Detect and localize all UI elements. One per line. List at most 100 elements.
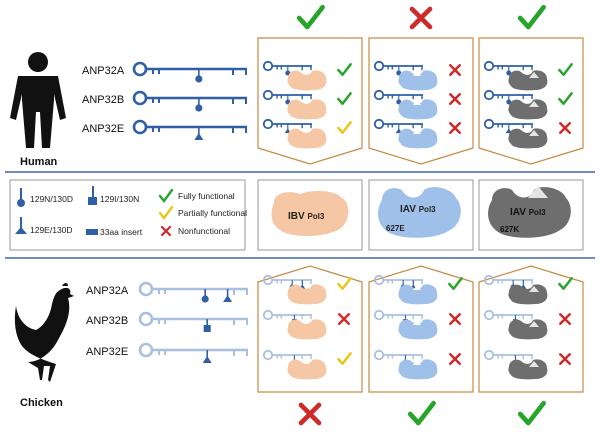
chicken-overall-1-check-icon xyxy=(407,400,436,426)
iav-pol3-627k-label: IAV Pol3 xyxy=(510,207,546,218)
human-panel-0-row-0-protein-ring xyxy=(262,60,274,72)
chicken-iav627k-panel xyxy=(478,265,584,393)
chicken-panel-2-row-1-polymerase xyxy=(508,319,548,340)
human-overall-0-check-icon xyxy=(296,4,325,30)
chicken-panel-1-row-0-status-check-icon xyxy=(448,277,463,290)
human-panel-0-row-1-status-check-icon xyxy=(337,92,352,105)
chicken-panel-0-row-1-status-cross-icon xyxy=(338,313,350,325)
chicken-panel-2-row-1-protein-ring xyxy=(483,309,495,321)
legend-129i-130n: 129I/130N xyxy=(88,186,139,205)
human-silhouette xyxy=(10,52,66,148)
human-anp32b-129n-marker xyxy=(195,104,203,112)
legend-variant-label: 129E/130D xyxy=(30,225,73,235)
chicken-panel-1-row-2-status-cross-icon xyxy=(449,353,461,365)
chicken-panel-1-row-0-polymerase-notch xyxy=(413,285,421,290)
human-panel-2-row-2-status-cross-icon xyxy=(559,122,571,134)
chicken-panel-2-row-0-status-check-icon xyxy=(558,277,573,290)
chicken-panel-1-row-1-polymerase xyxy=(398,319,438,340)
human-iav627e-panel xyxy=(368,37,474,165)
human-anp32b-label: ANP32B xyxy=(82,94,124,106)
iav-pol3-627e-label: IAV Pol3 xyxy=(400,204,436,215)
human-panel-0-row-1-protein-ring xyxy=(262,89,274,101)
iav-627k-triangle xyxy=(528,186,548,198)
chicken-panel-0-row-1-polymerase xyxy=(287,319,327,340)
human-anp32a-label: ANP32A xyxy=(82,65,125,77)
human-label: Human xyxy=(20,156,58,168)
chicken-panel-2-row-1-status-cross-icon xyxy=(559,313,571,325)
chicken-panel-2-row-2-polymerase-triangle xyxy=(529,361,539,367)
human-anp32e-129e-marker xyxy=(194,133,204,140)
chicken-anp32e-label: ANP32E xyxy=(86,346,128,358)
chicken-overall-0-cross-icon xyxy=(298,402,322,426)
legend-33aa-insert: 33aa insert xyxy=(86,227,143,237)
chicken-panel-1-row-2-protein-ring xyxy=(373,349,385,361)
chicken-panel-0-row-2-status-check-icon xyxy=(337,352,352,365)
chicken-overall-2-check-icon xyxy=(517,400,546,426)
legend-status-label: Fully functional xyxy=(178,191,235,201)
human-panel-0-row-2-polymerase xyxy=(287,128,327,149)
human-overall-1-cross-icon xyxy=(409,6,433,30)
chicken-panel-1-row-0-polymerase xyxy=(398,284,438,305)
human-panel-0-row-1-polymerase xyxy=(287,99,327,120)
human-panel-2-row-0-polymerase-triangle xyxy=(529,72,539,78)
legend-129e-130d: 129E/130D xyxy=(15,217,73,235)
human-ibv-panel xyxy=(257,37,363,165)
chicken-panel-0-row-0-status-check-icon xyxy=(337,277,352,290)
human-panel-1-row-1-polymerase xyxy=(398,99,438,120)
human-panel-1-row-0-polymerase xyxy=(398,70,438,91)
chicken-panel-2-row-2-polymerase xyxy=(508,359,548,380)
human-anp32e-label: ANP32E xyxy=(82,123,124,135)
human-panel-0-row-2-protein-ring xyxy=(262,118,274,130)
human-panel-2-row-2-polymerase-triangle xyxy=(529,130,539,136)
human-panel-2-row-1-status-check-icon xyxy=(558,92,573,105)
legend-variant-label: 129I/130N xyxy=(100,194,139,204)
chicken-anp32a-129n-marker xyxy=(201,295,209,303)
human-panel-0-row-0-status-check-icon xyxy=(337,63,352,76)
chicken-panel-2-row-2-protein-ring xyxy=(483,349,495,361)
human-panel-0-row-2-status-check-icon xyxy=(337,121,352,134)
chicken-panel-0-row-0-polymerase xyxy=(287,284,327,305)
human-anp32a-129n-marker xyxy=(195,75,203,83)
human-iav627k-panel xyxy=(478,37,584,165)
chicken-ibv-panel xyxy=(257,265,363,393)
check-icon xyxy=(158,205,174,220)
chicken-anp32a-129e-marker xyxy=(223,295,233,302)
human-anp32a-ring xyxy=(132,61,148,77)
cross-icon xyxy=(160,225,172,237)
human-panel-2-row-0-protein-ring xyxy=(483,60,495,72)
human-anp32e-ring xyxy=(132,119,148,135)
chicken-panel-0-row-2-protein-ring xyxy=(262,349,274,361)
legend-status-label: Partially functional xyxy=(178,208,247,218)
human-panel-0-row-0-polymerase xyxy=(287,70,327,91)
ibv-pol3-label: IBV Pol3 xyxy=(288,211,325,222)
legend-nonfunctional: Nonfunctional xyxy=(160,225,230,237)
ibv-pol3-blob xyxy=(271,190,349,236)
human-anp32b-ring xyxy=(132,90,148,106)
chicken-anp32e-ring xyxy=(138,342,154,358)
dynamic-marks xyxy=(132,4,573,426)
chicken-anp32b-129i-marker xyxy=(203,325,211,332)
chicken-anp32a-label: ANP32A xyxy=(86,285,129,297)
human-panel-1-row-2-polymerase xyxy=(398,128,438,149)
chicken-anp32b-ring xyxy=(138,311,154,327)
human-panel-1-row-2-polymerase-notch xyxy=(413,129,421,134)
chicken-anp32a-ring xyxy=(138,281,154,297)
chicken-panel-2-row-0-polymerase xyxy=(508,284,548,305)
legend-129n-130d: 129N/130D xyxy=(17,188,73,207)
chicken-iav627e-panel xyxy=(368,265,474,393)
chicken-panel-0-row-1-protein-ring xyxy=(262,309,274,321)
human-panel-2-row-1-protein-ring xyxy=(483,89,495,101)
human-panel-2-row-0-polymerase xyxy=(508,70,548,91)
human-panel-2-row-0-status-check-icon xyxy=(558,63,573,76)
human-panel-2-row-1-polymerase xyxy=(508,99,548,120)
human-panel-1-row-1-protein-ring xyxy=(373,89,385,101)
chicken-anp32b-label: ANP32B xyxy=(86,315,128,327)
human-panel-2-row-1-polymerase-triangle xyxy=(529,101,539,107)
chicken-panel-1-row-2-polymerase xyxy=(398,359,438,380)
chicken-panel-2-row-2-status-cross-icon xyxy=(559,353,571,365)
legend-variant-label: 129N/130D xyxy=(30,194,73,204)
chicken-panel-1-row-1-protein-ring xyxy=(373,309,385,321)
legend-fully-functional: Fully functional xyxy=(158,188,235,203)
iav-pol3-627e-blob xyxy=(378,187,461,238)
